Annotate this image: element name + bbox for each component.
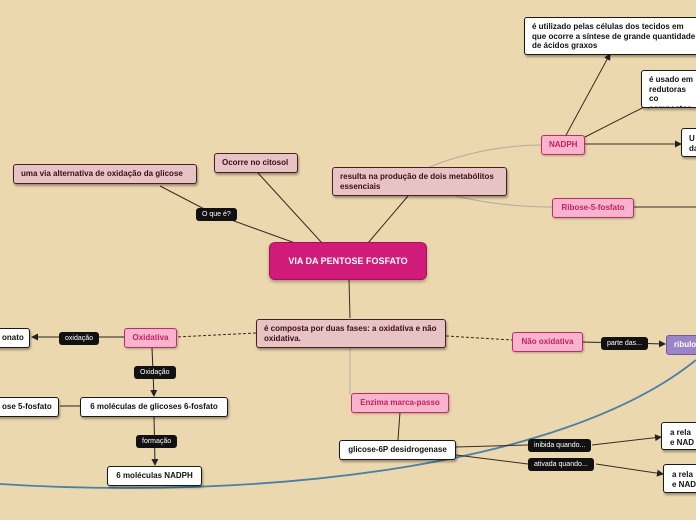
node-ratio-activated[interactable]: a rela e NAD — [663, 464, 696, 493]
node-six-nadph[interactable]: 6 moléculas NADPH — [107, 466, 202, 486]
node-ribose-5-phosphate[interactable]: Ribose-5-fosfato — [552, 198, 634, 218]
node-nadph-use-fatty-acids[interactable]: é utilizado pelas células dos tecidos em… — [524, 17, 696, 55]
node-ratio-inhibited-line1: a rela — [670, 428, 691, 437]
node-pacemaker-enzyme[interactable]: Enzima marca-passo — [351, 393, 449, 413]
label-formation: formação — [136, 435, 178, 448]
node-nadph-use-reductive[interactable]: é usado em redutoras co compostos e — [641, 70, 696, 108]
node-gluconate-partial[interactable]: onato — [0, 328, 30, 348]
node-alt-route[interactable]: uma via alternativa de oxidação da glico… — [13, 164, 197, 184]
node-nadph-use-third-line1: U — [689, 134, 695, 143]
label-what-is: O que é? — [196, 208, 237, 221]
label-activated-when: ativada quando... — [528, 458, 594, 471]
node-cytosol[interactable]: Ocorre no citosol — [214, 153, 298, 173]
node-six-glucose-6p[interactable]: 6 moléculas de glicoses 6-fosfato — [80, 397, 228, 417]
label-inhibited-when: inibida quando... — [528, 439, 592, 452]
node-ratio-inhibited[interactable]: a rela e NAD — [661, 422, 696, 450]
label-oxidation: Oxidação — [134, 366, 176, 379]
node-g6pd[interactable]: glicose-6P desidrogenase — [339, 440, 456, 460]
node-ratio-inhibited-line2: e NAD — [670, 437, 695, 447]
node-ribulose-partial[interactable]: ribulo — [666, 335, 696, 355]
node-phases[interactable]: é composta por duas fases: a oxidativa e… — [256, 319, 446, 348]
node-nadph-use-third[interactable]: U da — [681, 128, 696, 157]
node-ratio-activated-line1: a rela — [672, 470, 693, 479]
node-nadph-use-third-line2: da — [689, 143, 696, 153]
node-ribose-5p-partial[interactable]: ose 5-fosfato — [0, 397, 59, 417]
node-metabolites[interactable]: resulta na produção de dois metabólitos … — [332, 167, 507, 196]
node-non-oxidative[interactable]: Não oxidativa — [512, 332, 583, 352]
node-nadph[interactable]: NADPH — [541, 135, 585, 155]
central-topic[interactable]: VIA DA PENTOSE FOSFATO — [269, 242, 427, 280]
relationship-curve — [0, 359, 696, 489]
label-oxidation-small: oxidação — [59, 332, 100, 345]
label-part-of: parte das... — [601, 337, 649, 350]
node-oxidative[interactable]: Oxidativa — [124, 328, 177, 348]
node-ratio-activated-line2: e NAD — [672, 479, 696, 489]
